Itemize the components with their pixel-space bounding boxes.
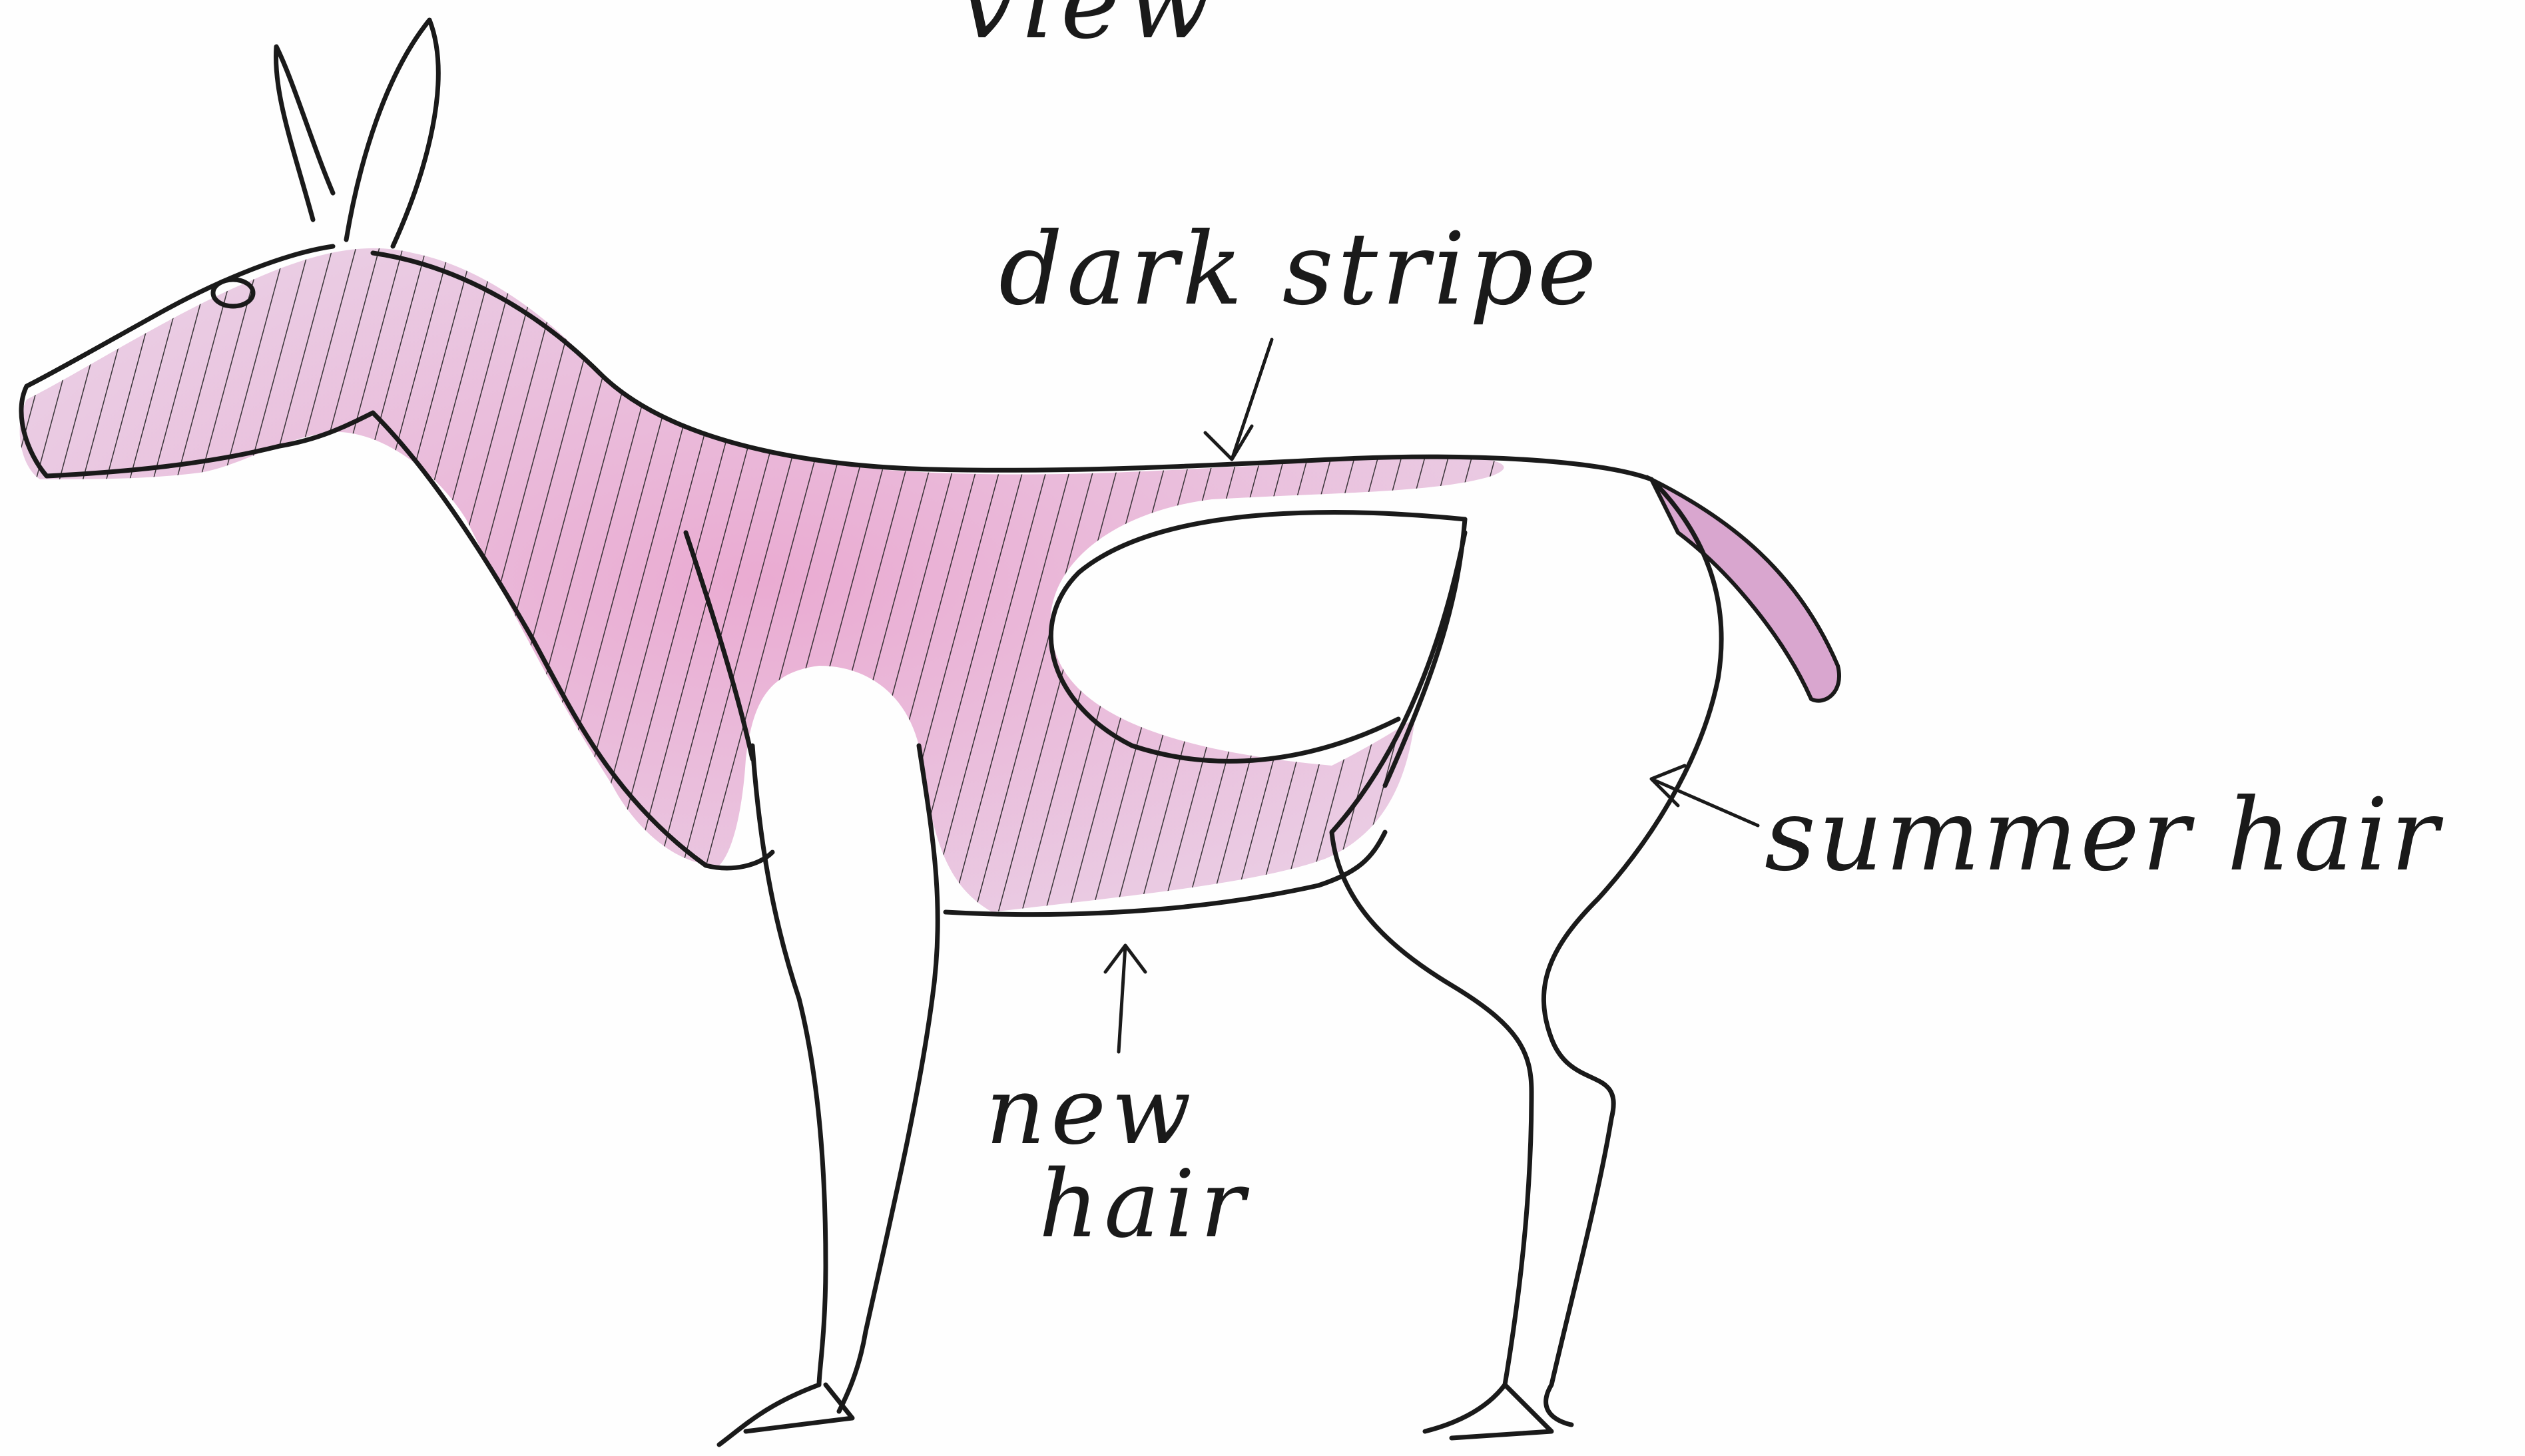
label-new-hair-line2: hair	[1039, 1158, 1250, 1252]
label-view: view	[959, 0, 1219, 53]
shaded-coat-region	[20, 248, 1504, 912]
ear-front	[346, 20, 438, 246]
label-dark-stripe: dark stripe	[999, 220, 1600, 320]
label-summer-hair: summer hair	[1765, 786, 2441, 885]
rump-outline	[1543, 479, 1721, 1425]
hoof-hind	[1452, 1385, 1551, 1438]
arrow-new-hair	[1105, 945, 1145, 1052]
ear-back	[276, 47, 333, 220]
foreleg-back	[839, 746, 938, 1411]
label-new-hair-line1: new	[985, 1065, 1197, 1158]
annotation-arrows	[1105, 340, 1758, 1052]
arrow-summer-hair	[1651, 766, 1758, 826]
arrow-dark-stripe	[1205, 340, 1272, 459]
